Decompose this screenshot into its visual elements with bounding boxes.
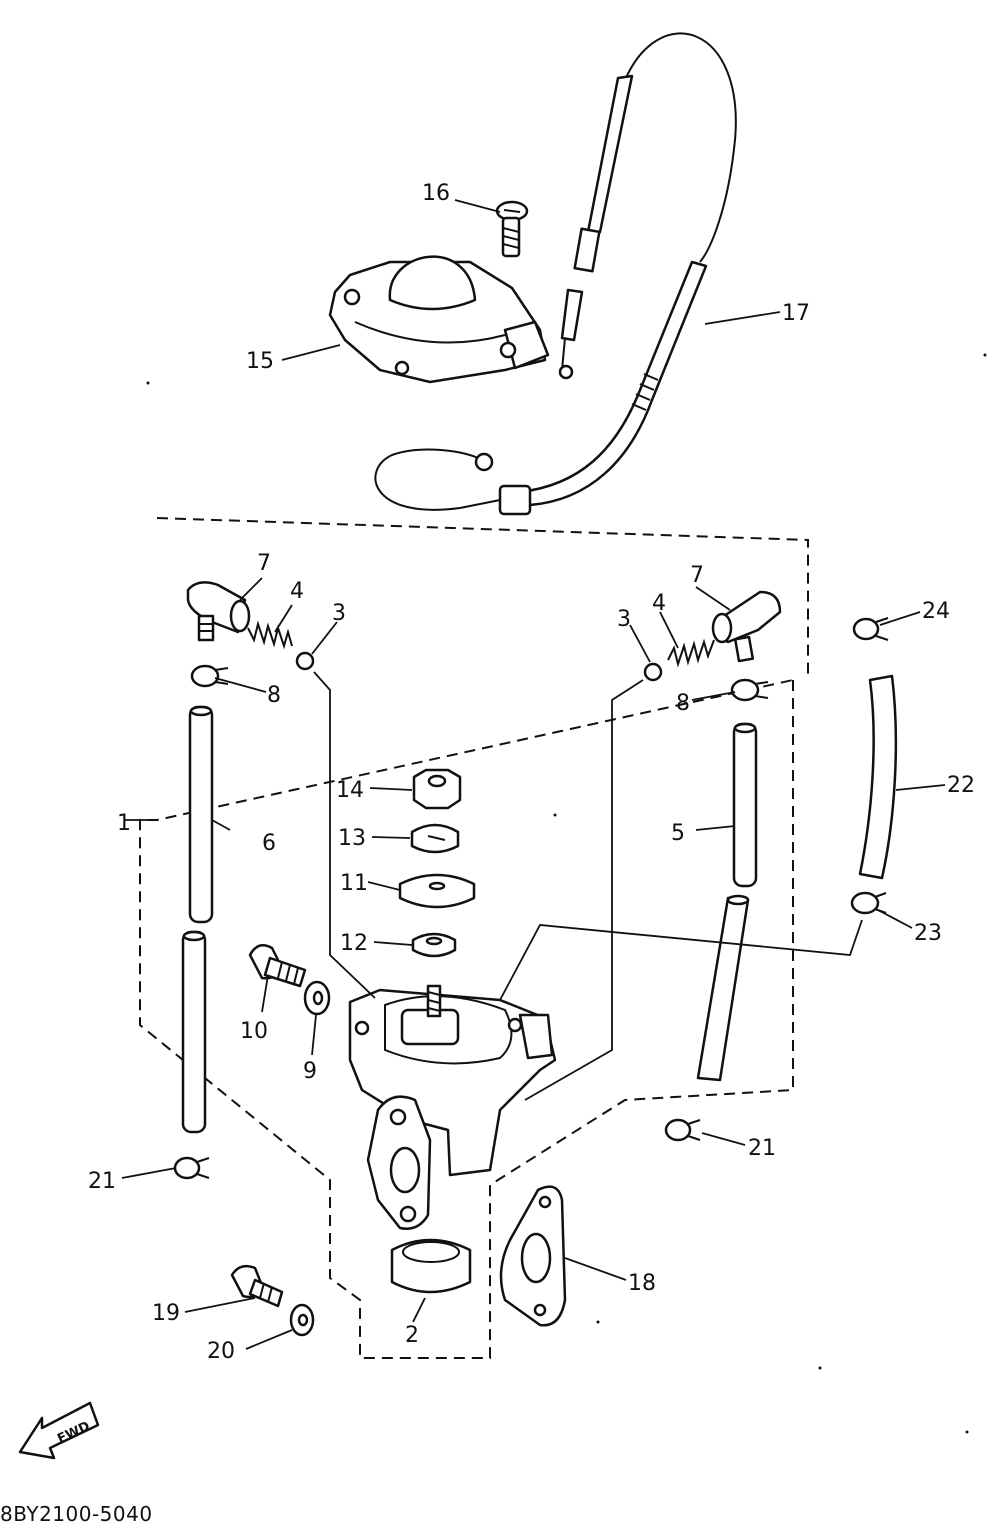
part-4-spring-right [667, 638, 715, 668]
part-7-elbow-left [186, 581, 251, 642]
callout-7-right: 7 [690, 563, 704, 588]
callout-10: 10 [240, 1019, 268, 1044]
scan-specks [146, 353, 987, 1434]
callout-24: 24 [922, 599, 950, 624]
callout-7-left: 7 [257, 551, 271, 576]
routing-line-left [313, 671, 376, 999]
routing-line-hose [499, 919, 863, 1001]
callout-16: 16 [422, 181, 450, 206]
part-5-hose [696, 722, 758, 1082]
assembly-outline [139, 517, 809, 1359]
callout-12: 12 [340, 931, 368, 956]
part-21-clip-left [173, 1156, 210, 1180]
callout-14: 14 [336, 778, 364, 803]
part-23-clip [850, 891, 887, 915]
part-14-nut [412, 768, 462, 810]
pump-body [348, 984, 557, 1230]
part-9-washer [303, 980, 331, 1016]
part-17-cable [374, 32, 737, 516]
fwd-arrow-icon: FWD [18, 1401, 100, 1460]
part-19-bolt [230, 1264, 284, 1308]
part-20-washer [289, 1303, 315, 1337]
part-18-gasket [499, 1185, 567, 1327]
part-8-clip-right [730, 678, 769, 702]
part-10-bolt [248, 943, 307, 988]
part-7-elbow-right [711, 590, 782, 663]
callout-9: 9 [303, 1059, 317, 1084]
callout-22: 22 [947, 773, 975, 798]
callout-2: 2 [405, 1323, 419, 1348]
callout-23: 23 [914, 921, 942, 946]
part-21-clip-right [664, 1118, 701, 1142]
part-22-hose [858, 674, 898, 880]
callout-15: 15 [246, 349, 274, 374]
callout-19: 19 [152, 1301, 180, 1326]
leader-lines [121, 199, 946, 1350]
callout-numbers: 16 15 17 7 4 3 8 6 1 14 13 11 12 10 9 7 … [88, 181, 975, 1364]
callout-8-right: 8 [676, 691, 690, 716]
callout-21-right: 21 [748, 1136, 776, 1161]
callout-4-right: 4 [652, 591, 666, 616]
callout-bracket-1: 1 [117, 811, 131, 836]
callout-21-left: 21 [88, 1169, 116, 1194]
part-3-ball-right [643, 662, 663, 682]
callout-18: 18 [628, 1271, 656, 1296]
callout-6: 6 [262, 831, 276, 856]
part-12-washer [411, 932, 457, 958]
callout-3-right: 3 [617, 607, 631, 632]
callout-3-left: 3 [332, 601, 346, 626]
callout-8-left: 8 [267, 683, 281, 708]
part-4-spring-left [247, 620, 293, 650]
part-13-washer [410, 823, 460, 854]
part-2-seal [390, 1238, 472, 1294]
callout-17: 17 [782, 301, 810, 326]
part-24-clip [852, 617, 889, 641]
routing-line-right [524, 679, 644, 1101]
part-16-screw [495, 200, 529, 258]
callout-13: 13 [338, 826, 366, 851]
part-6-hose [181, 705, 214, 1134]
part-11-washer [398, 873, 476, 909]
part-3-ball-left [295, 651, 315, 671]
callout-4-left: 4 [290, 579, 304, 604]
callout-11: 11 [340, 871, 368, 896]
diagram-code: 8BY2100-5040 [0, 1502, 153, 1526]
callout-20: 20 [207, 1339, 235, 1364]
part-15-cover [328, 255, 550, 384]
part-8-clip-left [190, 664, 229, 688]
callout-5: 5 [671, 821, 685, 846]
